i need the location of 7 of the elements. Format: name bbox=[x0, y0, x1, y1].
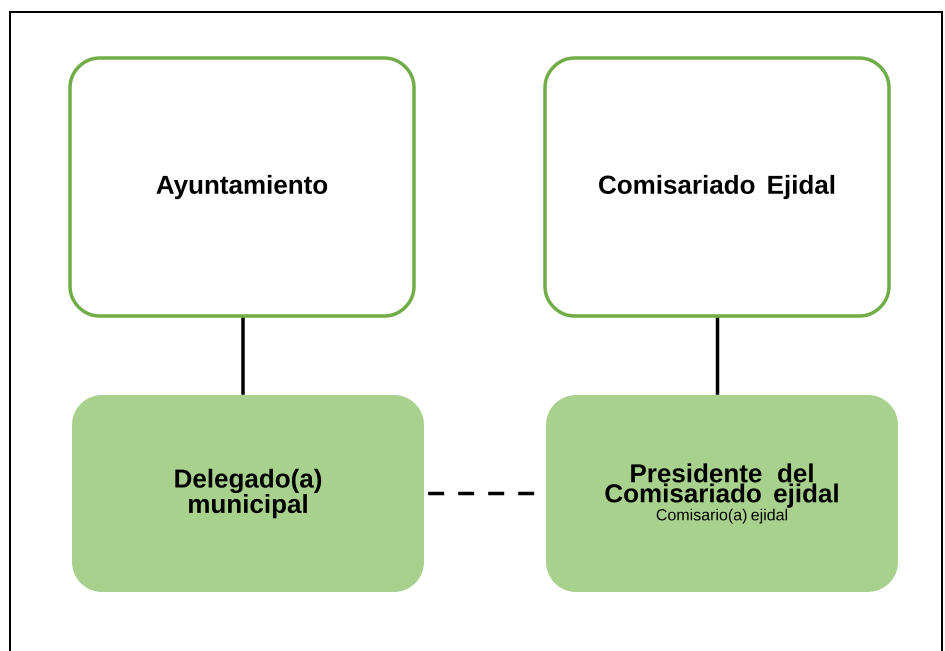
filled-rounded-box: Delegado(a) municipal bbox=[72, 395, 424, 592]
connector-line bbox=[716, 318, 720, 395]
rounded-box: Ayuntamiento bbox=[68, 56, 416, 318]
connector-line bbox=[428, 492, 536, 496]
connector-line bbox=[241, 318, 245, 395]
rounded-box: Comisariado Ejidal bbox=[543, 56, 891, 318]
filled-rounded-box: Presidente del Comisariado ejidal Comisario(a) ejidal bbox=[546, 395, 898, 592]
